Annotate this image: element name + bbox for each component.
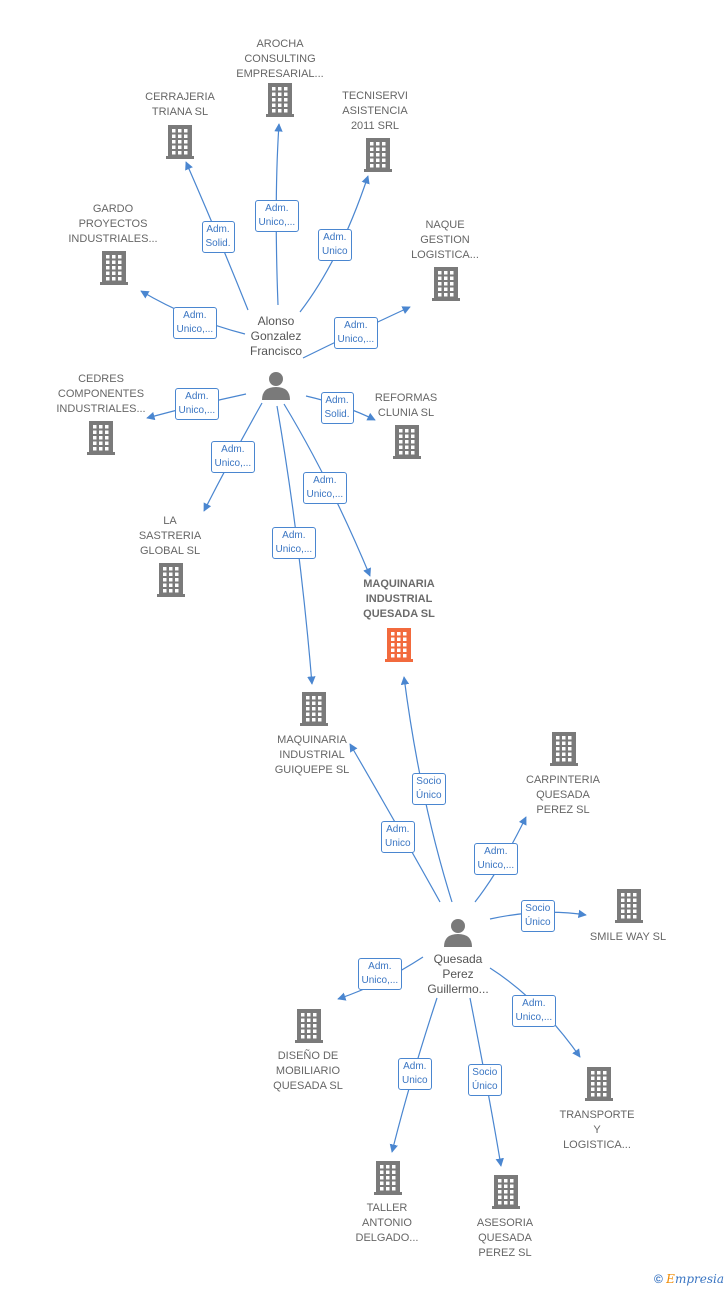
person-label-alonso[interactable]: Alonso Gonzalez Francisco	[249, 314, 302, 358]
brand-initial: E	[666, 1272, 675, 1286]
edge-label-quesada-transporte[interactable]: Adm. Unico,...	[511, 995, 557, 1027]
building-icon-cerrajeria[interactable]	[166, 125, 194, 159]
building-icon-diseno[interactable]	[295, 1009, 323, 1043]
person-icon-alonso[interactable]	[262, 372, 290, 400]
building-icon-naque[interactable]	[432, 267, 460, 301]
building-icon-maq_quesada[interactable]	[385, 628, 413, 662]
company-label-carpinteria[interactable]: CARPINTERIA QUESADA PEREZ SL	[526, 774, 600, 816]
company-label-asesoria[interactable]: ASESORIA QUESADA PEREZ SL	[476, 1217, 534, 1259]
person-icon-quesada[interactable]	[444, 919, 472, 947]
building-icon-asesoria[interactable]	[492, 1175, 520, 1209]
company-label-taller[interactable]: TALLER ANTONIO DELGADO...	[355, 1202, 419, 1244]
edge-label-alonso-arocha[interactable]: Adm. Unico,...	[254, 200, 300, 232]
company-label-tecniservi[interactable]: TECNISERVI ASISTENCIA 2011 SRL	[342, 90, 408, 132]
edge-label-alonso-sastreria[interactable]: Adm. Unico,...	[210, 441, 256, 473]
copyright-symbol: ©	[653, 1272, 663, 1286]
edge-label-quesada-smile[interactable]: Socio Único	[521, 900, 555, 932]
building-icon-taller[interactable]	[374, 1161, 402, 1195]
building-icon-transporte[interactable]	[585, 1067, 613, 1101]
company-label-diseno[interactable]: DISEÑO DE MOBILIARIO QUESADA SL	[273, 1050, 343, 1092]
edge-label-alonso-maq_quesada[interactable]: Adm. Unico,...	[302, 472, 348, 504]
building-icon-gardo[interactable]	[100, 251, 128, 285]
edge-label-quesada-maq_guiquepe[interactable]: Adm. Unico	[381, 821, 415, 853]
building-icon-maq_guiquepe[interactable]	[300, 692, 328, 726]
building-icon-sastreria[interactable]	[157, 563, 185, 597]
building-icon-cedres[interactable]	[87, 421, 115, 455]
company-label-gardo[interactable]: GARDO PROYECTOS INDUSTRIALES...	[68, 203, 158, 245]
edge-label-alonso-reformas[interactable]: Adm. Solid.	[320, 392, 354, 424]
company-label-smile[interactable]: SMILE WAY SL	[589, 931, 667, 943]
person-label-quesada[interactable]: Quesada Perez Guillermo...	[427, 952, 489, 996]
company-label-cedres[interactable]: CEDRES COMPONENTES INDUSTRIALES...	[56, 373, 146, 415]
company-label-maq_quesada[interactable]: MAQUINARIA INDUSTRIAL QUESADA SL	[363, 578, 435, 620]
company-label-transporte[interactable]: TRANSPORTE Y LOGISTICA...	[559, 1109, 635, 1151]
building-icon-reformas[interactable]	[393, 425, 421, 459]
company-label-cerrajeria[interactable]: CERRAJERIA TRIANA SL	[145, 91, 215, 118]
company-label-sastreria[interactable]: LA SASTRERIA GLOBAL SL	[138, 515, 202, 557]
icon-layer	[87, 83, 643, 1209]
edge-label-alonso-tecniservi[interactable]: Adm. Unico	[318, 229, 352, 261]
company-label-arocha[interactable]: AROCHA CONSULTING EMPRESARIAL...	[236, 38, 324, 80]
company-label-naque[interactable]: NAQUE GESTION LOGISTICA...	[411, 219, 479, 261]
edge-label-quesada-taller[interactable]: Adm. Unico	[398, 1058, 432, 1090]
edge-label-alonso-cedres[interactable]: Adm. Unico,...	[174, 388, 220, 420]
footer-brand[interactable]: © Empresia	[654, 1272, 724, 1286]
edge-label-alonso-naque[interactable]: Adm. Unico,...	[333, 317, 379, 349]
building-icon-tecniservi[interactable]	[364, 138, 392, 172]
edge-label-alonso-cerrajeria[interactable]: Adm. Solid.	[201, 221, 235, 253]
company-label-maq_guiquepe[interactable]: MAQUINARIA INDUSTRIAL GUIQUEPE SL	[274, 734, 350, 776]
edge-label-alonso-maq_guiquepe[interactable]: Adm. Unico,...	[271, 527, 317, 559]
building-icon-carpinteria[interactable]	[550, 732, 578, 766]
building-icon-smile[interactable]	[615, 889, 643, 923]
edge-label-quesada-maq_quesada[interactable]: Socio Único	[412, 773, 446, 805]
edge-label-quesada-asesoria[interactable]: Socio Único	[468, 1064, 502, 1096]
building-icon-arocha[interactable]	[266, 83, 294, 117]
brand-name: mpresia	[674, 1272, 724, 1286]
edge-label-quesada-diseno[interactable]: Adm. Unico,...	[357, 958, 403, 990]
edge-label-quesada-carpinteria[interactable]: Adm. Unico,...	[473, 843, 519, 875]
company-label-reformas[interactable]: REFORMAS CLUNIA SL	[374, 392, 438, 419]
edge-label-alonso-gardo[interactable]: Adm. Unico,...	[172, 307, 218, 339]
